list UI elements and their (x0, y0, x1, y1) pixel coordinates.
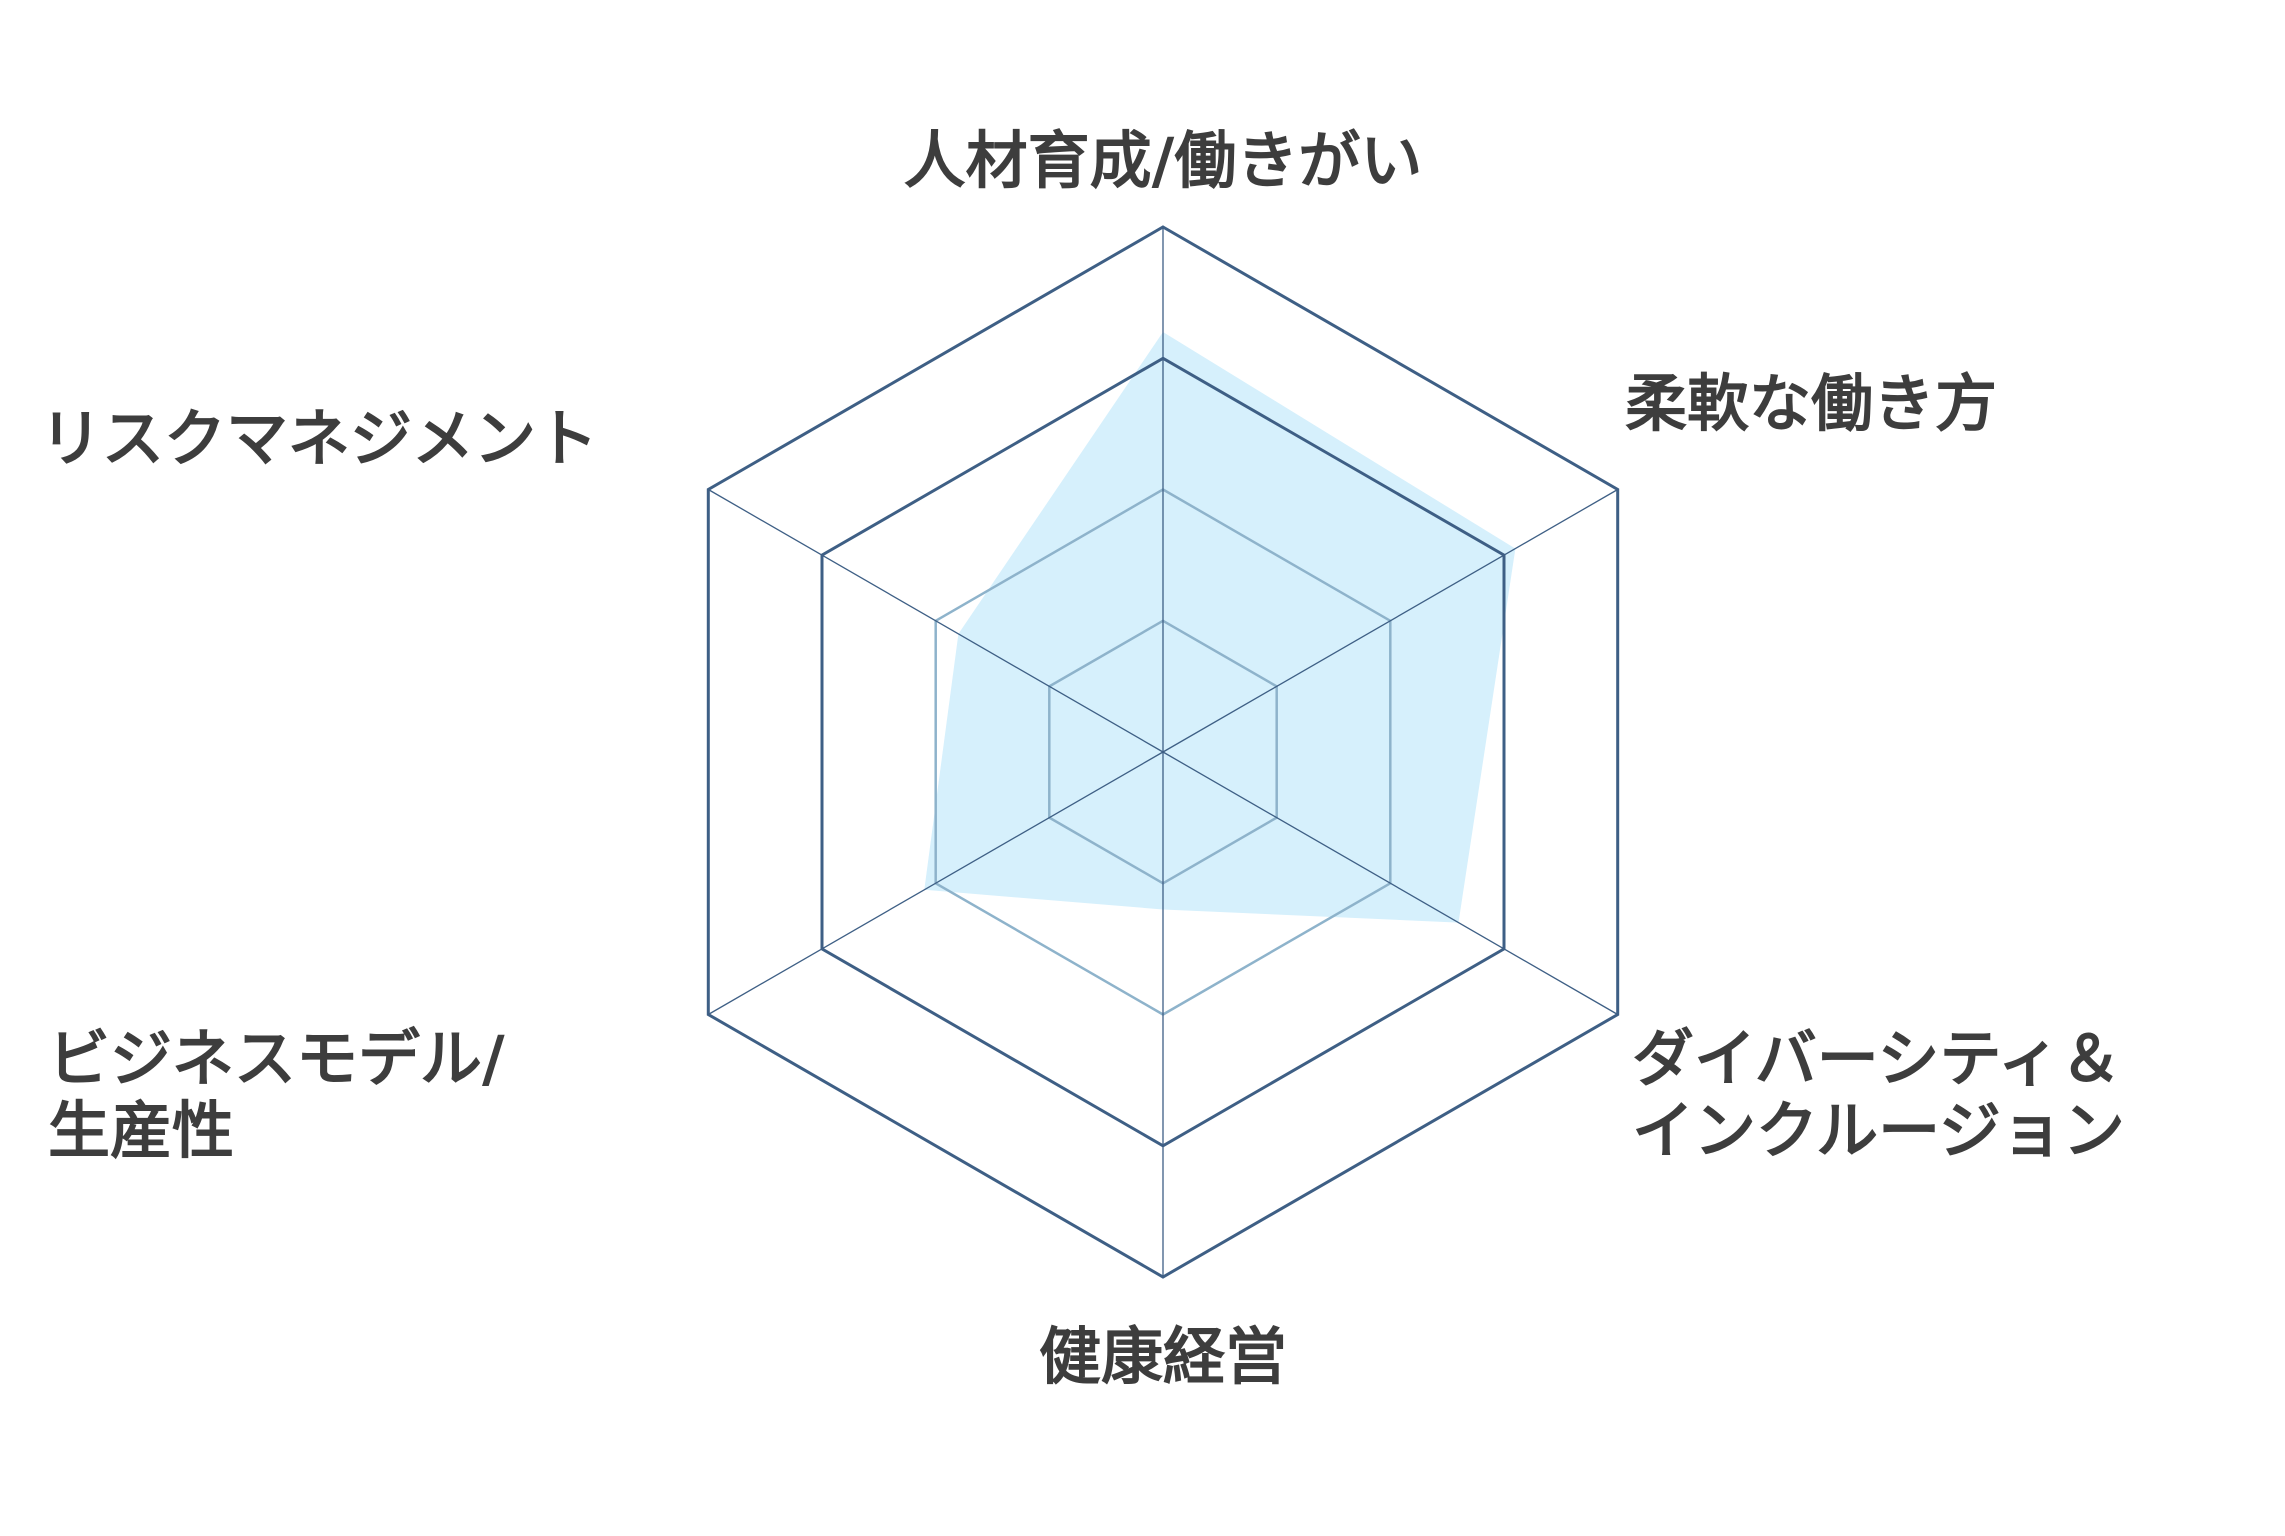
axis-label-5: リスクマネジメント (40, 402, 598, 475)
axis-label-4: ビジネスモデル/生産性 (48, 1022, 505, 1167)
axis-spoke-4 (707, 751, 1164, 1016)
axis-label-3-line-0: 健康経営 (1039, 1320, 1287, 1393)
axis-label-4-line-0: ビジネスモデル/ (48, 1022, 505, 1095)
axis-spoke-1 (1162, 488, 1619, 753)
series-area-0 (924, 332, 1516, 923)
axis-spoke-2 (1162, 751, 1619, 1016)
axis-label-0-line-0: 人材育成/働きがい (904, 124, 1423, 197)
axis-label-3: 健康経営 (1039, 1320, 1287, 1393)
axis-label-5-line-0: リスクマネジメント (40, 402, 598, 475)
data-area-layer (924, 332, 1516, 923)
axis-label-1-line-0: 柔軟な働き方 (1625, 367, 1997, 440)
axis-spoke-5 (707, 488, 1164, 753)
axis-label-4-line-1: 生産性 (48, 1094, 234, 1167)
axis-label-2-line-0: ダイバーシティ＆ (1632, 1022, 2122, 1095)
axis-label-2: ダイバーシティ＆インクルージョン (1632, 1022, 2125, 1167)
axis-label-2-line-1: インクルージョン (1632, 1094, 2125, 1167)
axis-label-1: 柔軟な働き方 (1625, 367, 1997, 440)
axis-label-0: 人材育成/働きがい (904, 124, 1423, 197)
spoke-layer (707, 227, 1619, 1277)
